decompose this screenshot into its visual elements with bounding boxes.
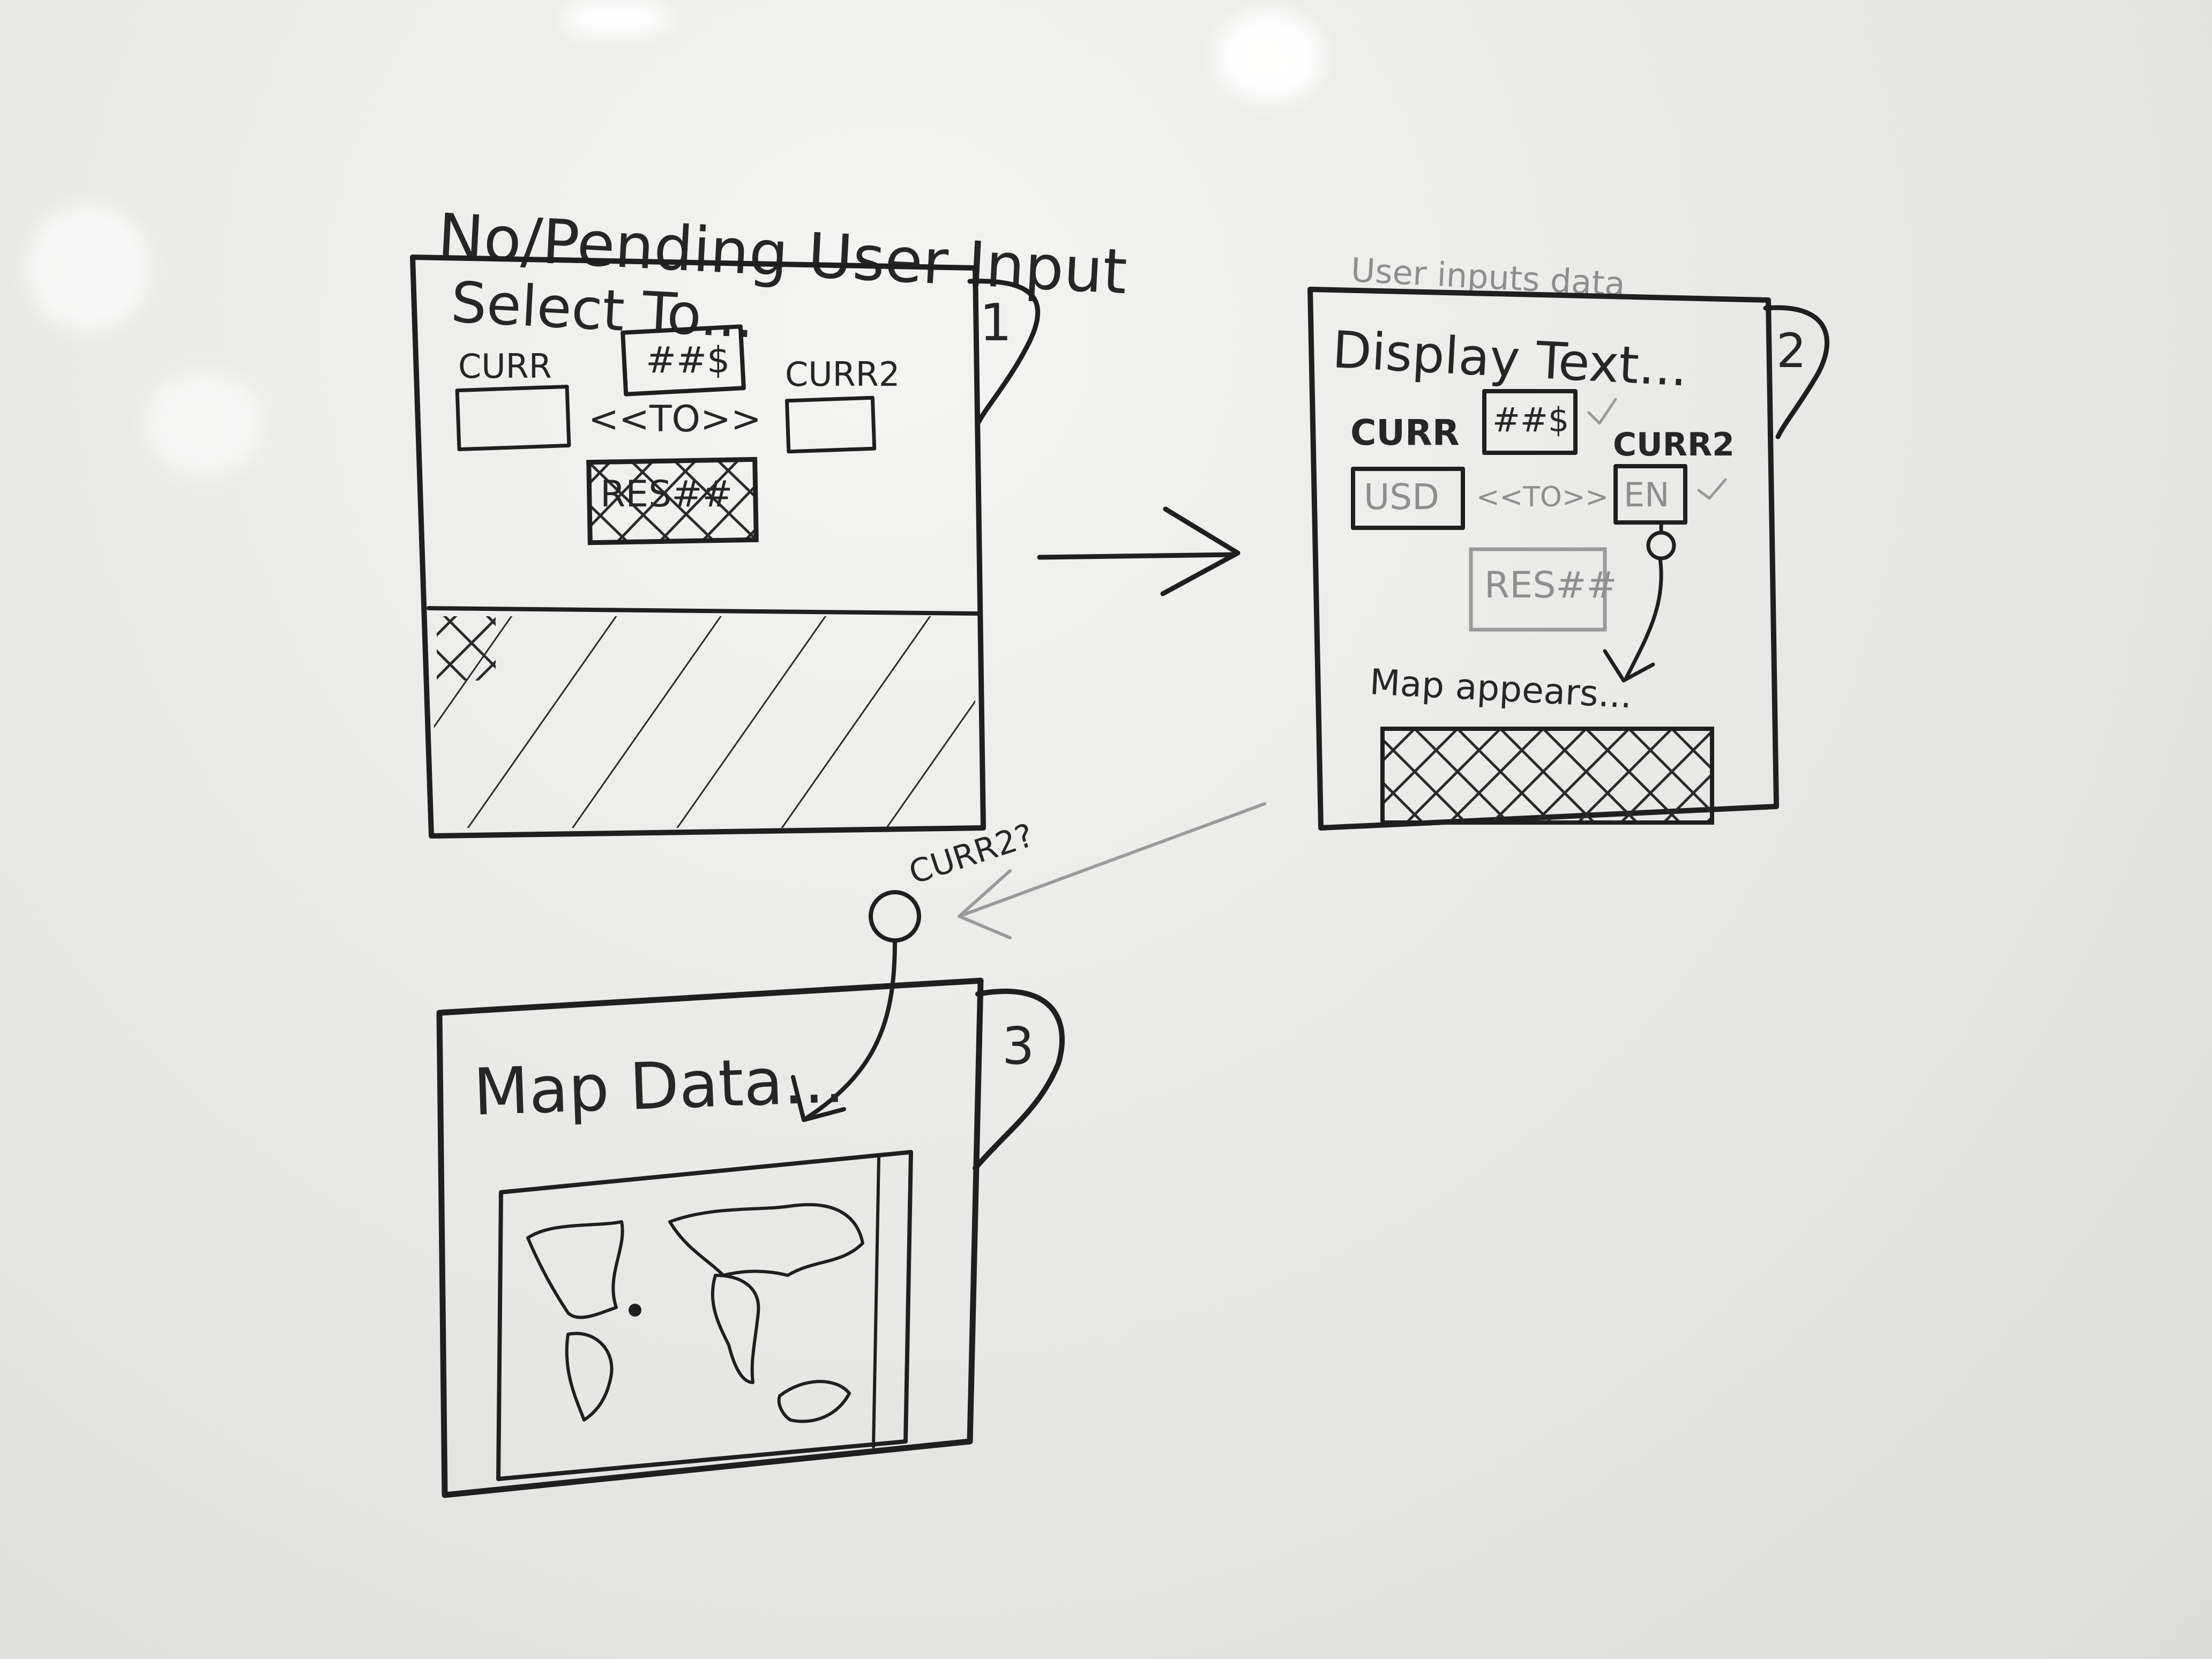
light-glare (563, 0, 670, 38)
frame-1-curr2-input[interactable] (784, 395, 877, 454)
frame-1-to-label: <<TO>> (588, 398, 761, 440)
frame-3-number: 3 (1002, 1017, 1034, 1076)
curr2-connector-node (869, 890, 921, 943)
frame-2-amount-label: ##$ (1492, 400, 1569, 439)
frame-1-title: Select To... (450, 270, 756, 350)
frame-2-check-icon-2 (1697, 478, 1727, 500)
frame-2-tab (1763, 305, 1829, 439)
frame-2-check-icon (1587, 398, 1617, 425)
frame-2-amount-button[interactable] (1482, 389, 1578, 455)
eurasia-shape (668, 1203, 864, 1277)
frame-2-number: 2 (1776, 323, 1806, 378)
frame-1-hatched-map-placeholder (434, 616, 975, 828)
frame-1-result-label: RES## (600, 473, 733, 515)
frame-3-title: Map Data... (472, 1043, 846, 1130)
frame-2-to-label: <<TO>> (1476, 481, 1609, 513)
light-glare (1216, 11, 1324, 102)
frame-2-curr-input[interactable] (1351, 467, 1465, 530)
frame-2-map-placeholder (1380, 727, 1714, 825)
frame-1-result-box[interactable] (586, 457, 759, 545)
frame-2-border (1307, 287, 1779, 831)
frame-1-amount-button[interactable] (621, 324, 746, 397)
frame-1-curr2-label: CURR2 (785, 355, 900, 394)
frame-3-map-panel (496, 1150, 913, 1481)
frame-2-map-arrow (1603, 520, 1663, 683)
south-america-shape (565, 1332, 614, 1422)
frame-1-number: 1 (980, 294, 1012, 353)
frame-2-curr2-label: CURR2 (1613, 426, 1735, 464)
frame-2-curr2-input[interactable] (1613, 464, 1687, 525)
light-glare (145, 370, 263, 477)
frame-1-border (410, 255, 986, 839)
frame-2-title: Display Text... (1331, 320, 1689, 398)
frame-3-border (436, 977, 984, 1498)
frame-2: User inputs data 2 Display Text... CURR … (1307, 250, 1829, 831)
frame-1-curr-label: CURR (458, 347, 552, 386)
light-glare (27, 204, 150, 332)
frame-1: No/Pending User Input 1 Select To... CUR… (410, 200, 1129, 839)
location-marker-icon (629, 1304, 641, 1317)
world-map-icon (526, 1203, 864, 1423)
frame-2-result-label: RES## (1484, 564, 1617, 607)
flow-arrow-to-frame-3 (791, 938, 897, 1122)
frame-1-tab (967, 279, 1041, 426)
frame-2-note: Map appears... (1369, 661, 1633, 716)
frame-3-map-scrollbar[interactable] (872, 1156, 880, 1448)
frame-2-curr2-value: EN (1624, 475, 1670, 514)
frame-2-result-box[interactable] (1469, 547, 1607, 632)
frame-1-divider (427, 606, 980, 616)
frame-1-curr-input[interactable] (455, 384, 571, 452)
africa-shape (711, 1274, 760, 1384)
flow-arrow-1-to-2 (1037, 506, 1240, 596)
frame-1-dark-corner (437, 616, 496, 681)
north-america-shape (526, 1220, 624, 1319)
frame-3-tab (973, 989, 1065, 1171)
frame-3: 3 Map Data... (436, 977, 1065, 1498)
australia-shape (777, 1380, 851, 1423)
frame-2-curr-label: CURR (1350, 412, 1460, 453)
frame-1-amount-label: ##$ (646, 339, 730, 382)
frame-2-connector-node (1646, 530, 1676, 561)
frame-2-curr-value: USD (1364, 476, 1439, 518)
flow-arrow-2-to-3 (958, 802, 1266, 939)
